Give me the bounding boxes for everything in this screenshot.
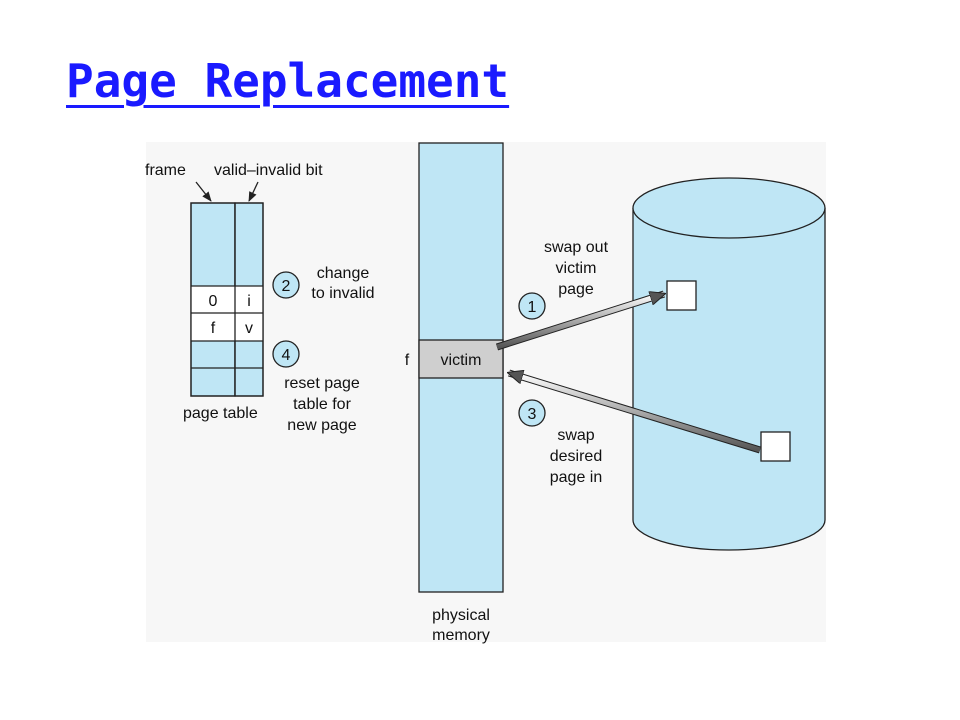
frame-label: frame <box>145 162 186 179</box>
physical-memory: victim f physical memory <box>405 142 504 644</box>
step-4-text-line: reset page <box>284 375 360 392</box>
step-3-number: 3 <box>528 406 537 423</box>
step-1-text-line: victim <box>556 260 597 277</box>
swap-in-arrow <box>509 369 762 454</box>
frame-f-label: f <box>405 352 410 369</box>
row-frame-value: 0 <box>209 293 218 310</box>
step-2-text-line: change <box>317 265 370 282</box>
row-frame-value: f <box>211 320 216 337</box>
step-1: 1 swap out victim page <box>518 239 609 320</box>
step-1-badge <box>518 292 546 320</box>
disk-body <box>632 208 826 551</box>
step-3-text-line: page in <box>550 469 603 486</box>
step-1-text-line: swap out <box>544 239 609 256</box>
step-4-badge <box>272 340 300 368</box>
page-table-label: page table <box>183 405 258 422</box>
frame-pointer-arrow <box>195 181 212 202</box>
bit-pointer-arrow <box>248 181 259 202</box>
step-2: 2 change to invalid <box>272 265 375 302</box>
step-2-number: 2 <box>282 278 291 295</box>
step-3-text-line: desired <box>550 448 602 465</box>
page-table: frame valid–invalid bit 0 i f v page tab… <box>145 162 323 422</box>
physical-memory-label-line: memory <box>432 627 490 644</box>
row-bit-value: i <box>247 293 251 310</box>
valid-invalid-bit-label: valid–invalid bit <box>214 162 323 179</box>
disk-top <box>632 177 826 239</box>
swapped-out-page-box <box>666 280 697 311</box>
step-4: 4 reset page table for new page <box>272 340 360 434</box>
victim-label: victim <box>441 352 482 369</box>
step-3: 3 swap desired page in <box>518 399 603 486</box>
page-title: Page Replacement <box>66 54 510 108</box>
step-4-text-line: new page <box>287 417 356 434</box>
desired-page-box <box>760 431 791 462</box>
step-4-text-line: table for <box>293 396 351 413</box>
step-1-text-line: page <box>558 281 594 298</box>
step-3-badge <box>518 399 546 427</box>
step-2-badge <box>272 271 300 299</box>
step-1-number: 1 <box>528 299 537 316</box>
disk-cylinder <box>632 177 826 551</box>
physical-memory-label-line: physical <box>432 607 490 624</box>
step-2-text-line: to invalid <box>311 285 374 302</box>
step-3-text-line: swap <box>557 427 594 444</box>
step-4-number: 4 <box>282 347 291 364</box>
swap-out-arrow <box>495 290 664 351</box>
row-bit-value: v <box>245 320 253 337</box>
victim-frame <box>418 339 504 379</box>
